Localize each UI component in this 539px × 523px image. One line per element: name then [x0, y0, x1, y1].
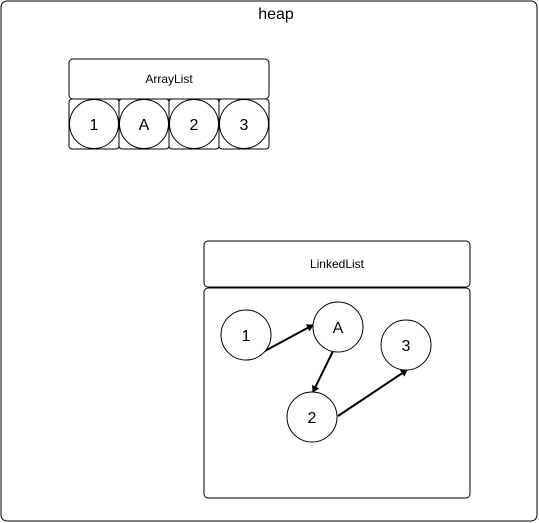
link-arrow-1-to-a [262, 324, 314, 353]
linkedlist-header [203, 240, 471, 288]
link-arrow-a-to-2 [312, 350, 334, 393]
arraylist-cell: A [118, 98, 170, 150]
arraylist-header [68, 58, 270, 100]
arraylist-cell-label: A [139, 117, 150, 134]
arraylist-cell: 1 [68, 98, 120, 150]
linkedlist-node: 1 [220, 309, 272, 361]
arraylist-cell-label: 2 [190, 117, 199, 134]
arraylist-block: ArrayList 1 A 2 3 [68, 58, 270, 150]
linkedlist-title: LinkedList [310, 257, 365, 271]
arraylist-cell-label: 1 [90, 117, 99, 134]
linkedlist-node: 3 [380, 319, 432, 371]
heap-label: heap [258, 6, 294, 23]
linkedlist-node-label: 3 [402, 338, 411, 355]
arraylist-cell-label: 3 [240, 117, 249, 134]
linkedlist-node: A [312, 301, 364, 353]
linkedlist-node-label: A [333, 320, 344, 337]
arraylist-cell: 2 [168, 98, 220, 150]
linkedlist-node: 2 [286, 391, 338, 443]
linkedlist-node-label: 2 [308, 410, 317, 427]
arraylist-cell: 3 [218, 98, 270, 150]
link-arrow-2-to-3 [337, 369, 408, 417]
arraylist-title: ArrayList [145, 72, 193, 86]
linkedlist-node-label: 1 [242, 328, 251, 345]
linkedlist-block: LinkedList 1 A 3 2 [203, 240, 471, 499]
